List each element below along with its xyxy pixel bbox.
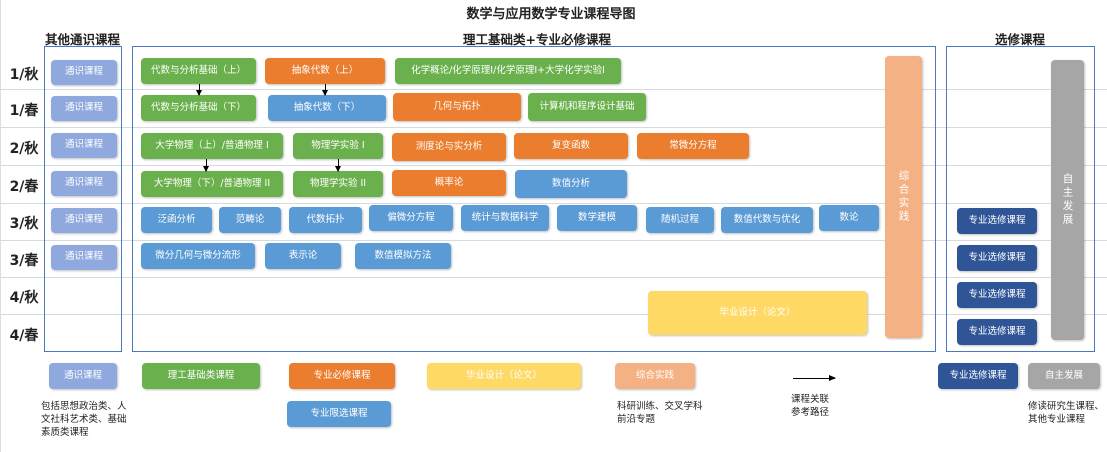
row-label: 3/春: [9, 253, 39, 269]
row-label: 4/春: [9, 328, 39, 344]
note-line: 前沿专题: [617, 414, 656, 425]
row-divider: [1, 165, 1107, 166]
course-physlab2: 物理学实验 II: [293, 171, 383, 197]
legend-general-note: 包括思想政治类、人 文社科艺术类、基础 素质类课程: [41, 400, 127, 439]
legend-elective: 专业选修课程: [938, 363, 1018, 389]
legend-thesis: 毕业设计（论文）: [427, 363, 581, 389]
note-line: 其他专业课程: [1028, 414, 1086, 425]
legend-science: 理工基础类课程: [142, 363, 260, 389]
row-label: 2/秋: [9, 141, 39, 157]
legend-practice-note: 科研训练、交叉学科 前沿专题: [617, 400, 703, 426]
legend-arrow-caption: 课程关联 参考路径: [791, 393, 829, 419]
course-calc1: 代数与分析基础（上）: [141, 58, 256, 84]
legend-arrow-label: 参考路径: [791, 407, 830, 418]
relation-arrow: [203, 159, 209, 172]
general-course-box: 通识课程: [51, 96, 117, 121]
row-label: 3/秋: [9, 216, 39, 232]
note-line: 科研训练、交叉学科: [617, 401, 703, 412]
row-label: 1/秋: [9, 67, 39, 83]
row-label: 4/秋: [9, 290, 39, 306]
relation-arrow: [322, 84, 328, 96]
legend-limited: 专业限选课程: [287, 401, 391, 427]
course-free: 自主发展: [1051, 60, 1084, 340]
row-divider: [1, 314, 1107, 315]
legend-general: 通识课程: [49, 363, 117, 389]
course-rep: 表示论: [265, 243, 341, 269]
note-line: 修读研究生课程、: [1028, 401, 1105, 412]
course-ode: 常微分方程: [637, 133, 749, 159]
row-label: 1/春: [9, 103, 39, 119]
note-line: 包括思想政治类、人: [41, 401, 127, 412]
course-phys2: 大学物理（下）/普通物理 II: [141, 171, 283, 197]
general-course-box: 通识课程: [51, 171, 117, 196]
column-header-core: 理工基础类+专业必修课程: [463, 32, 611, 47]
course-stats: 统计与数据科学: [461, 205, 549, 231]
general-course-box: 通识课程: [51, 245, 117, 270]
course-numalg: 数值代数与优化: [721, 207, 813, 233]
note-line: 文社科艺术类、基础: [41, 414, 127, 425]
course-chem: 化学概论/化学原理I/化学原理I+大学化学实验I: [395, 58, 621, 84]
course-practice: 综合实践: [885, 56, 922, 338]
relation-arrow: [196, 84, 202, 96]
legend-free: 自主发展: [1028, 363, 1100, 389]
course-prog: 计算机和程序设计基础: [528, 93, 646, 121]
course-pde: 偏微分方程: [369, 205, 453, 231]
course-diffgeo: 微分几何与微分流形: [141, 243, 255, 269]
course-elective: 专业选修课程: [957, 282, 1037, 308]
legend-free-note: 修读研究生课程、 其他专业课程: [1028, 400, 1104, 426]
course-thesis: 毕业设计（论文）: [648, 291, 867, 335]
course-calc2: 代数与分析基础（下）: [141, 95, 256, 121]
course-numanal: 数值分析: [515, 170, 627, 198]
course-cat: 范畴论: [219, 207, 281, 233]
legend-arrow-label: 课程关联: [791, 394, 830, 405]
general-course-box: 通识课程: [51, 60, 117, 85]
general-course-box: 通识课程: [51, 208, 117, 233]
relation-arrow: [335, 159, 341, 172]
course-prob: 概率论: [392, 170, 506, 196]
course-func: 泛函分析: [141, 207, 212, 233]
course-nummethods: 数值模拟方法: [355, 243, 451, 269]
course-physlab1: 物理学实验 I: [293, 133, 383, 159]
course-measure: 测度论与实分析: [392, 133, 506, 161]
other-courses-frame: [44, 46, 122, 352]
column-header-other: 其他通识课程: [45, 32, 121, 47]
course-geo: 几何与拓扑: [393, 93, 521, 121]
row-divider: [1, 89, 1107, 90]
note-line: 素质类课程: [41, 427, 89, 438]
core-courses-frame: [132, 46, 936, 352]
row-divider: [1, 240, 1107, 241]
course-numtheory: 数论: [819, 205, 879, 231]
row-label: 2/春: [9, 179, 39, 195]
course-model: 数学建模: [557, 205, 637, 231]
diagram-title: 数学与应用数学专业课程导图: [466, 7, 636, 22]
course-abs1: 抽象代数（上）: [265, 58, 385, 84]
legend-practice: 综合实践: [615, 363, 695, 389]
course-abs2: 抽象代数（下）: [268, 95, 386, 121]
legend-required: 专业必修课程: [289, 363, 395, 389]
row-divider: [1, 277, 1107, 278]
course-phys1: 大学物理（上）/普通物理 I: [141, 133, 283, 159]
row-divider: [1, 203, 1107, 204]
column-header-electives: 选修课程: [995, 32, 1046, 47]
course-elective: 专业选修课程: [957, 245, 1037, 271]
course-complex: 复变函数: [514, 133, 628, 159]
elective-courses-frame: [946, 46, 1095, 352]
course-stoch: 随机过程: [646, 207, 714, 233]
general-course-box: 通识课程: [51, 133, 117, 158]
course-elective: 专业选修课程: [957, 208, 1037, 234]
legend-arrow: [793, 375, 836, 381]
course-algtop: 代数拓扑: [289, 207, 362, 233]
course-elective: 专业选修课程: [957, 319, 1037, 345]
row-divider: [1, 127, 1107, 128]
